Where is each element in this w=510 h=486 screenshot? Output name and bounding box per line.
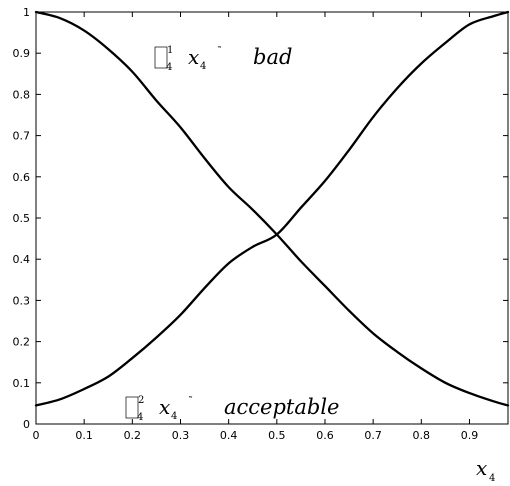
x-tick-label: 0 <box>33 429 40 442</box>
x-tick-label: 0.2 <box>124 429 142 442</box>
series-line-bad <box>34 10 510 407</box>
y-tick-label: 0.6 <box>13 171 31 184</box>
y-tick-label: 1 <box>23 6 30 19</box>
x-tick-label: 0.1 <box>75 429 93 442</box>
annotation-tilde: ˜ <box>217 46 222 57</box>
annotation-variable: x <box>159 395 170 419</box>
annotation-word-bad: bad <box>253 45 292 69</box>
series-line-acceptable <box>34 10 510 407</box>
y-tick-label: 0.7 <box>13 130 31 143</box>
membership-superscript: 2 <box>138 395 144 406</box>
annotation-variable: x <box>188 45 199 69</box>
y-tick-label: 0.3 <box>13 294 31 307</box>
ticks-layer: 0 0.1 0.2 0.3 0.4 0.5 0.6 0.7 0.8 0.9 1 0 0.1 0.2 0.3 0… <box>13 6 508 442</box>
x-tick-label: 0.6 <box>316 429 334 442</box>
membership-subscript: 4 <box>137 412 143 423</box>
x-tick-label: 0.8 <box>413 429 431 442</box>
x-tick-label: 0.5 <box>268 429 286 442</box>
x-axis-label-variable: x <box>476 456 487 480</box>
y-tick-label: 0.9 <box>13 47 31 60</box>
x-axis-label: x 4 <box>476 456 495 484</box>
annotation-tilde: ˜ <box>188 396 193 407</box>
x-tick-label: 0.4 <box>220 429 238 442</box>
curves-layer <box>34 10 510 407</box>
y-tick-label: 0 <box>23 418 30 431</box>
annotation-variable-subscript: 4 <box>171 411 177 422</box>
membership-symbol-box <box>154 46 168 69</box>
plot-frame <box>35 11 509 425</box>
y-tick-label: 0.8 <box>13 88 31 101</box>
x-axis-label-subscript: 4 <box>489 473 495 484</box>
annotation-word-acceptable: acceptable <box>224 395 339 419</box>
x-tick-label: 0.7 <box>364 429 382 442</box>
membership-symbol-box <box>125 396 139 419</box>
membership-superscript: 1 <box>167 45 173 56</box>
y-tick-label: 0.1 <box>13 377 31 390</box>
membership-subscript: 4 <box>166 62 172 73</box>
x-tick-label: 0.9 <box>461 429 479 442</box>
y-tick-label: 0.2 <box>13 336 31 349</box>
y-tick-label: 0.5 <box>13 212 31 225</box>
annotation-variable-subscript: 4 <box>200 61 206 72</box>
y-tick-label: 0.4 <box>13 253 31 266</box>
x-tick-label: 0.3 <box>172 429 190 442</box>
